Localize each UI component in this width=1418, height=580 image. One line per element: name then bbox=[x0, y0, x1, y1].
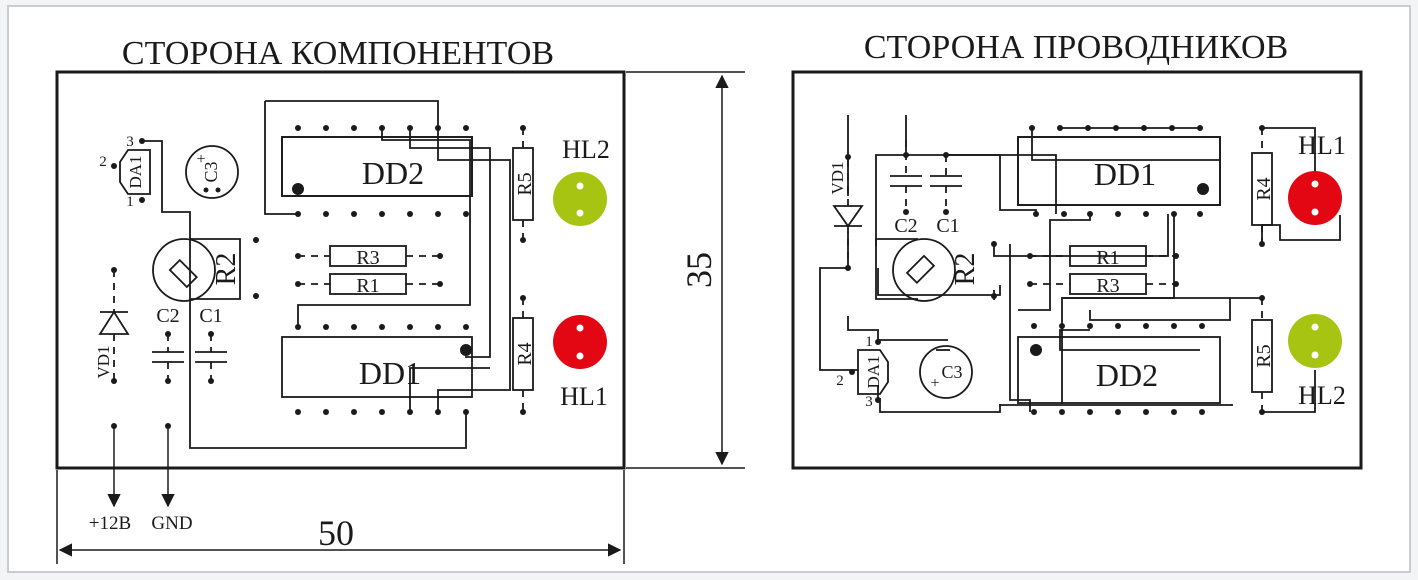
resistor-r3-right: R3 bbox=[1027, 273, 1179, 297]
capacitors-c2-c1-left: C2 C1 bbox=[152, 305, 227, 384]
diode-vd1-right: VD1 bbox=[828, 154, 864, 271]
led-hl1-right: HL1 bbox=[1288, 131, 1346, 225]
dimension-height: 35 bbox=[626, 71, 745, 469]
led-hl2-right: HL2 bbox=[1288, 314, 1346, 410]
svg-text:+: + bbox=[930, 375, 939, 392]
dimension-width: 50 bbox=[56, 470, 625, 564]
svg-text:1: 1 bbox=[126, 194, 134, 210]
resistor-r3-left: R3 bbox=[295, 245, 443, 269]
dimension-width-value: 50 bbox=[318, 513, 354, 553]
chip-dd1-right: DD1 bbox=[1017, 125, 1221, 217]
svg-text:R3: R3 bbox=[1096, 275, 1119, 297]
svg-text:HL2: HL2 bbox=[562, 135, 610, 164]
resistor-r5-right: R5 bbox=[1251, 295, 1275, 415]
resistor-r4-right: R4 bbox=[1251, 125, 1275, 247]
svg-text:+: + bbox=[196, 151, 205, 168]
regulator-da1-left: DA1 3 2 1 bbox=[99, 134, 151, 210]
board-outline-left bbox=[55, 70, 626, 470]
svg-text:3: 3 bbox=[126, 134, 134, 150]
resistor-r1-right: R1 bbox=[1027, 245, 1179, 269]
chip-dd1-left: DD1 bbox=[281, 324, 473, 415]
svg-text:R2: R2 bbox=[950, 253, 981, 286]
svg-text:C1: C1 bbox=[936, 215, 959, 237]
chip-label: DD2 bbox=[1096, 357, 1158, 393]
svg-text:DA1: DA1 bbox=[864, 355, 883, 388]
svg-text:3: 3 bbox=[865, 394, 873, 410]
terminal-plus12v-label: +12В bbox=[89, 513, 131, 534]
regulator-da1-right: DA1 1 2 3 bbox=[836, 334, 889, 410]
title-component-side: СТОРОНА КОМПОНЕНТОВ bbox=[122, 35, 554, 72]
dimension-height-value: 35 bbox=[679, 252, 719, 288]
svg-text:DA1: DA1 bbox=[126, 155, 145, 188]
chip-dd2-left: DD2 bbox=[281, 125, 473, 217]
svg-text:VD1: VD1 bbox=[828, 161, 847, 194]
terminal-gnd-label: GND bbox=[151, 513, 192, 534]
svg-text:C2: C2 bbox=[156, 305, 179, 327]
resistor-r5-left: R5 bbox=[512, 125, 536, 243]
svg-text:C3: C3 bbox=[941, 362, 962, 382]
chip-label: DD2 bbox=[362, 155, 424, 191]
svg-text:C1: C1 bbox=[199, 305, 222, 327]
svg-text:R1: R1 bbox=[1096, 247, 1119, 269]
traces-right bbox=[819, 115, 1341, 413]
svg-text:R5: R5 bbox=[514, 172, 536, 195]
svg-text:2: 2 bbox=[836, 373, 844, 389]
resistor-r1-left: R1 bbox=[295, 273, 443, 297]
capacitors-c2-c1-right: C2 C1 bbox=[890, 140, 962, 237]
svg-text:HL1: HL1 bbox=[560, 382, 608, 411]
capacitor-c3-left: + C3 bbox=[185, 145, 239, 199]
led-hl2-left: HL2 bbox=[553, 135, 610, 226]
svg-text:R5: R5 bbox=[1253, 344, 1275, 367]
svg-text:R4: R4 bbox=[514, 342, 536, 365]
svg-text:HL2: HL2 bbox=[1298, 381, 1346, 410]
capacitor-c3-right: C3 + bbox=[919, 345, 973, 399]
svg-text:C2: C2 bbox=[894, 215, 917, 237]
title-conductor-side: СТОРОНА ПРОВОДНИКОВ bbox=[864, 29, 1288, 66]
led-hl1-left: HL1 bbox=[553, 315, 608, 411]
resistor-r4-left: R4 bbox=[512, 295, 536, 415]
trimmer-r2-right: R2 bbox=[875, 238, 997, 302]
trimmer-r2-left: R2 bbox=[152, 237, 259, 302]
svg-text:R3: R3 bbox=[356, 247, 379, 269]
svg-text:2: 2 bbox=[99, 154, 107, 170]
component-side-board: DD2 DD1 R3 R1 bbox=[55, 70, 745, 564]
svg-text:C3: C3 bbox=[201, 161, 221, 182]
chip-label: DD1 bbox=[1094, 156, 1156, 192]
conductor-side-board: DD1 DD2 R1 R3 bbox=[791, 70, 1363, 470]
svg-text:R2: R2 bbox=[211, 253, 242, 286]
svg-text:HL1: HL1 bbox=[1298, 131, 1346, 160]
svg-text:VD1: VD1 bbox=[94, 345, 113, 378]
diode-vd1-left: VD1 bbox=[94, 267, 130, 384]
svg-text:1: 1 bbox=[865, 334, 873, 350]
svg-text:R4: R4 bbox=[1253, 177, 1275, 200]
svg-text:R1: R1 bbox=[356, 275, 379, 297]
board-outline-right bbox=[791, 70, 1363, 470]
chip-dd2-right: DD2 bbox=[1017, 323, 1221, 415]
power-terminals: +12В GND bbox=[89, 423, 193, 534]
chip-label: DD1 bbox=[359, 355, 421, 391]
